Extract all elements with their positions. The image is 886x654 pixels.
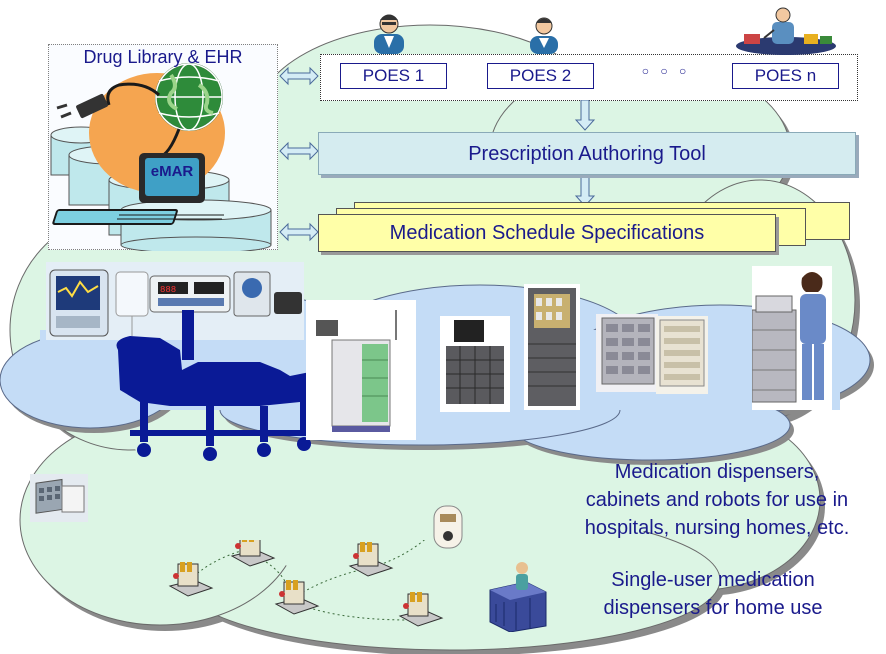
plug-icon [56,93,108,119]
nurse-with-dispenser-icon [752,266,832,410]
double-arrow-icons [279,66,319,242]
computer-icon [52,153,224,225]
person-with-dispenser-icon [489,562,547,632]
iv-bag-icon [115,271,149,336]
person-icon [530,17,558,54]
globe-icon [155,63,223,131]
drawer-cart-icon [596,314,658,392]
prescription-authoring-tool-label: Prescription Authoring Tool [468,143,706,165]
infusion-devices-illustration: 888 [46,262,304,340]
home-use-line-1: Single-user medication [611,569,815,591]
home-dispenser-icon [348,542,394,577]
dispensers-line-3: hospitals, nursing homes, etc. [584,517,850,539]
poes-1-box[interactable]: POES 1 [340,63,447,89]
emar-label: eMAR [150,163,194,180]
home-dispenser-icon [230,540,276,567]
pump-device-icon [233,271,302,317]
hospital-bed-icon [116,310,325,461]
double-arrow-icon [279,66,319,86]
poes-ellipsis: ○ ○ ○ [641,64,691,78]
home-dispenser-icon [398,592,444,627]
home-use-line-2: dispensers for home use [603,597,823,619]
dispensers-line-2: cabinets and robots for use in [585,489,849,511]
down-arrow-icons [574,100,596,207]
down-arrow-icon [574,100,596,131]
person-icon [374,14,404,54]
poes-2-box[interactable]: POES 2 [487,63,594,89]
medication-schedule-box[interactable] [318,214,776,252]
svg-text:888: 888 [160,285,176,295]
drawer-cart-icon [656,316,708,394]
dispensers-line-1: Medication dispensers, [614,461,820,483]
drug-library-illustration [50,63,272,251]
medication-schedule-label: Medication Schedule Specifications [389,222,705,244]
patient-monitor-icon [49,269,109,337]
home-dispenser-network [168,540,444,627]
home-use-description: Single-user medication dispensers for ho… [568,566,858,622]
medication-cart-icon [306,300,416,440]
dispensing-cabinet-icon [440,316,510,412]
automated-dispenser-icon [524,284,580,410]
dispensers-description: Medication dispensers, cabinets and robo… [552,458,882,542]
tablet-dispenser-icon [30,474,88,522]
poes-n-box[interactable]: POES n [732,63,839,89]
double-arrow-icon [279,222,319,242]
drug-library-panel: Drug Library & EHR eMAR [48,44,278,251]
prescription-authoring-tool-box[interactable] [318,132,856,175]
home-dispenser-icon [274,580,320,615]
down-arrow-icon [574,175,596,207]
drug-library-title: Drug Library & EHR [83,47,243,67]
home-dispenser-icon [168,562,214,597]
person-at-desk-icon [736,7,836,55]
double-arrow-icon [279,141,319,161]
home-dispenser-icon [433,505,463,549]
infusion-pump-icon: 888 [149,275,231,313]
